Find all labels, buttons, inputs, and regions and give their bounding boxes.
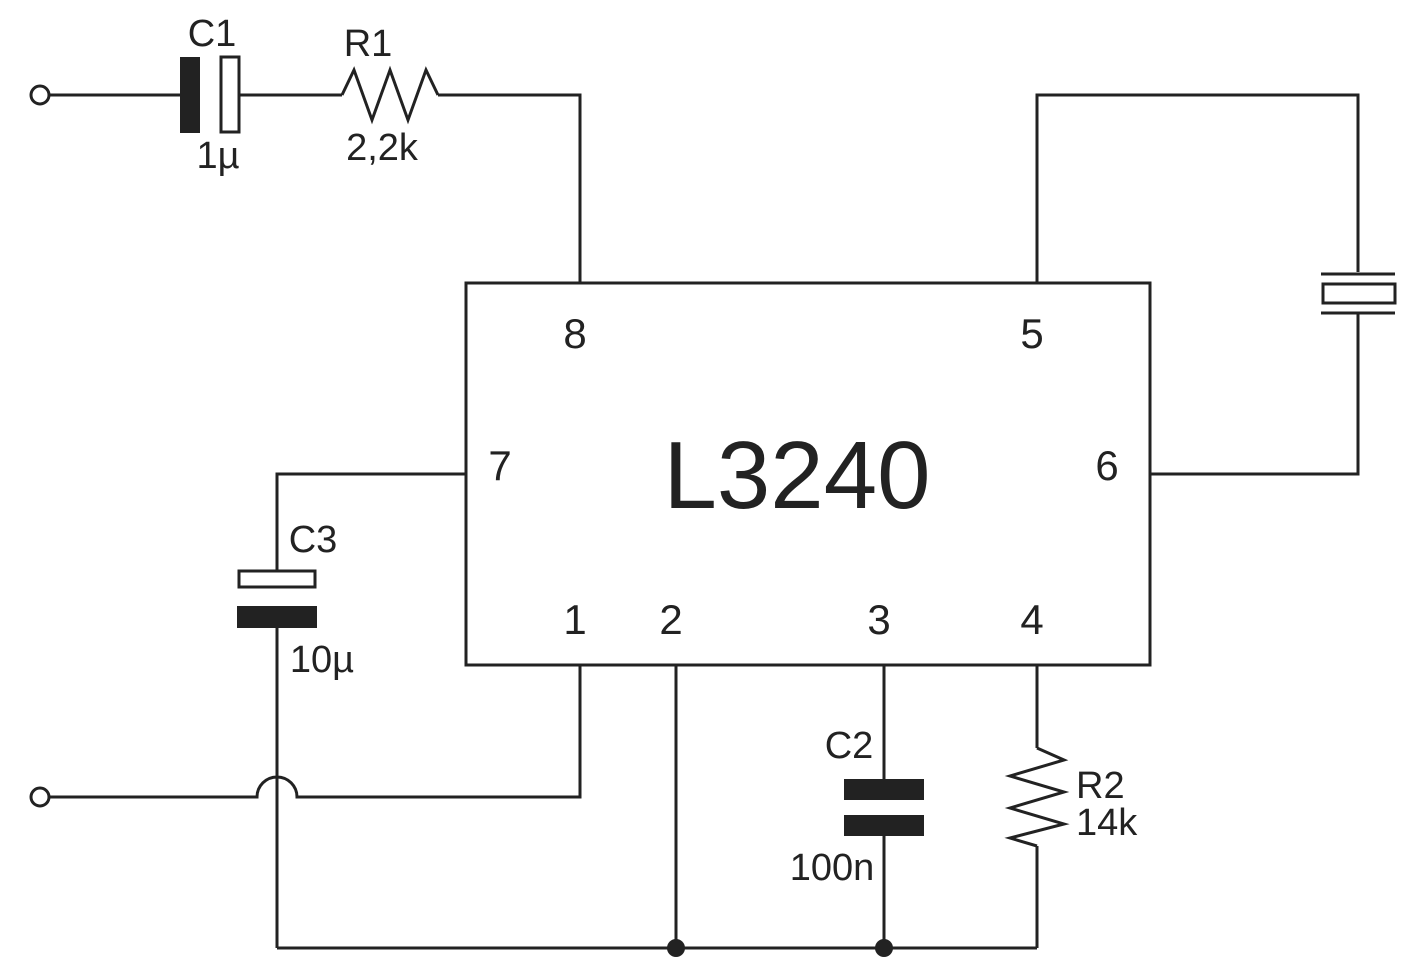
capacitor-c3 bbox=[237, 569, 317, 628]
capacitor-c1 bbox=[180, 55, 241, 134]
pin-label-5: 5 bbox=[1020, 310, 1043, 357]
c3-plate-filled bbox=[237, 606, 317, 628]
pin-label-4: 4 bbox=[1020, 596, 1043, 643]
wire-pin5-to-crystal bbox=[1035, 93, 1360, 283]
wire-input2-to-pin1 bbox=[50, 665, 582, 799]
capacitor-c2 bbox=[844, 779, 924, 836]
r1-value-label: 2,2k bbox=[346, 127, 419, 169]
c2-plate-top bbox=[844, 779, 924, 800]
resistor-r1 bbox=[340, 65, 440, 125]
c2-ref-label: C2 bbox=[825, 725, 874, 767]
junction-dot-pin3 bbox=[875, 939, 893, 957]
ic-name: L3240 bbox=[664, 422, 931, 529]
input-terminal-1 bbox=[29, 84, 51, 106]
ic-body bbox=[464, 281, 1152, 667]
pin-label-6: 6 bbox=[1095, 442, 1118, 489]
pin-label-3: 3 bbox=[867, 596, 890, 643]
r1-ref-label: R1 bbox=[344, 23, 393, 65]
c2-value-label: 100n bbox=[790, 847, 875, 889]
crystal-body bbox=[1321, 282, 1397, 305]
pin-label-2: 2 bbox=[659, 596, 682, 643]
input-terminal-2 bbox=[29, 786, 51, 808]
c1-value-label: 1µ bbox=[196, 135, 239, 177]
resistor-r2 bbox=[1004, 746, 1070, 848]
c3-value-label: 10µ bbox=[290, 639, 354, 681]
wire-r1-to-pin8 bbox=[438, 93, 582, 283]
r2-value-label: 14k bbox=[1076, 802, 1138, 844]
wire-crystal-to-pin6 bbox=[1150, 314, 1360, 476]
pin-label-1: 1 bbox=[563, 596, 586, 643]
c3-plate-hollow bbox=[237, 569, 317, 589]
junction-dot-pin2 bbox=[667, 939, 685, 957]
c1-ref-label: C1 bbox=[188, 13, 237, 55]
c1-plate-hollow bbox=[219, 55, 241, 134]
wire-pin7-to-c3 bbox=[275, 472, 466, 571]
c1-plate-filled bbox=[180, 57, 200, 133]
c3-ref-label: C3 bbox=[289, 519, 338, 561]
c2-plate-bottom bbox=[844, 815, 924, 836]
pin-label-7: 7 bbox=[488, 442, 511, 489]
r2-ref-label: R2 bbox=[1076, 765, 1125, 807]
pin-label-8: 8 bbox=[563, 310, 586, 357]
crystal-resonator bbox=[1321, 272, 1397, 315]
